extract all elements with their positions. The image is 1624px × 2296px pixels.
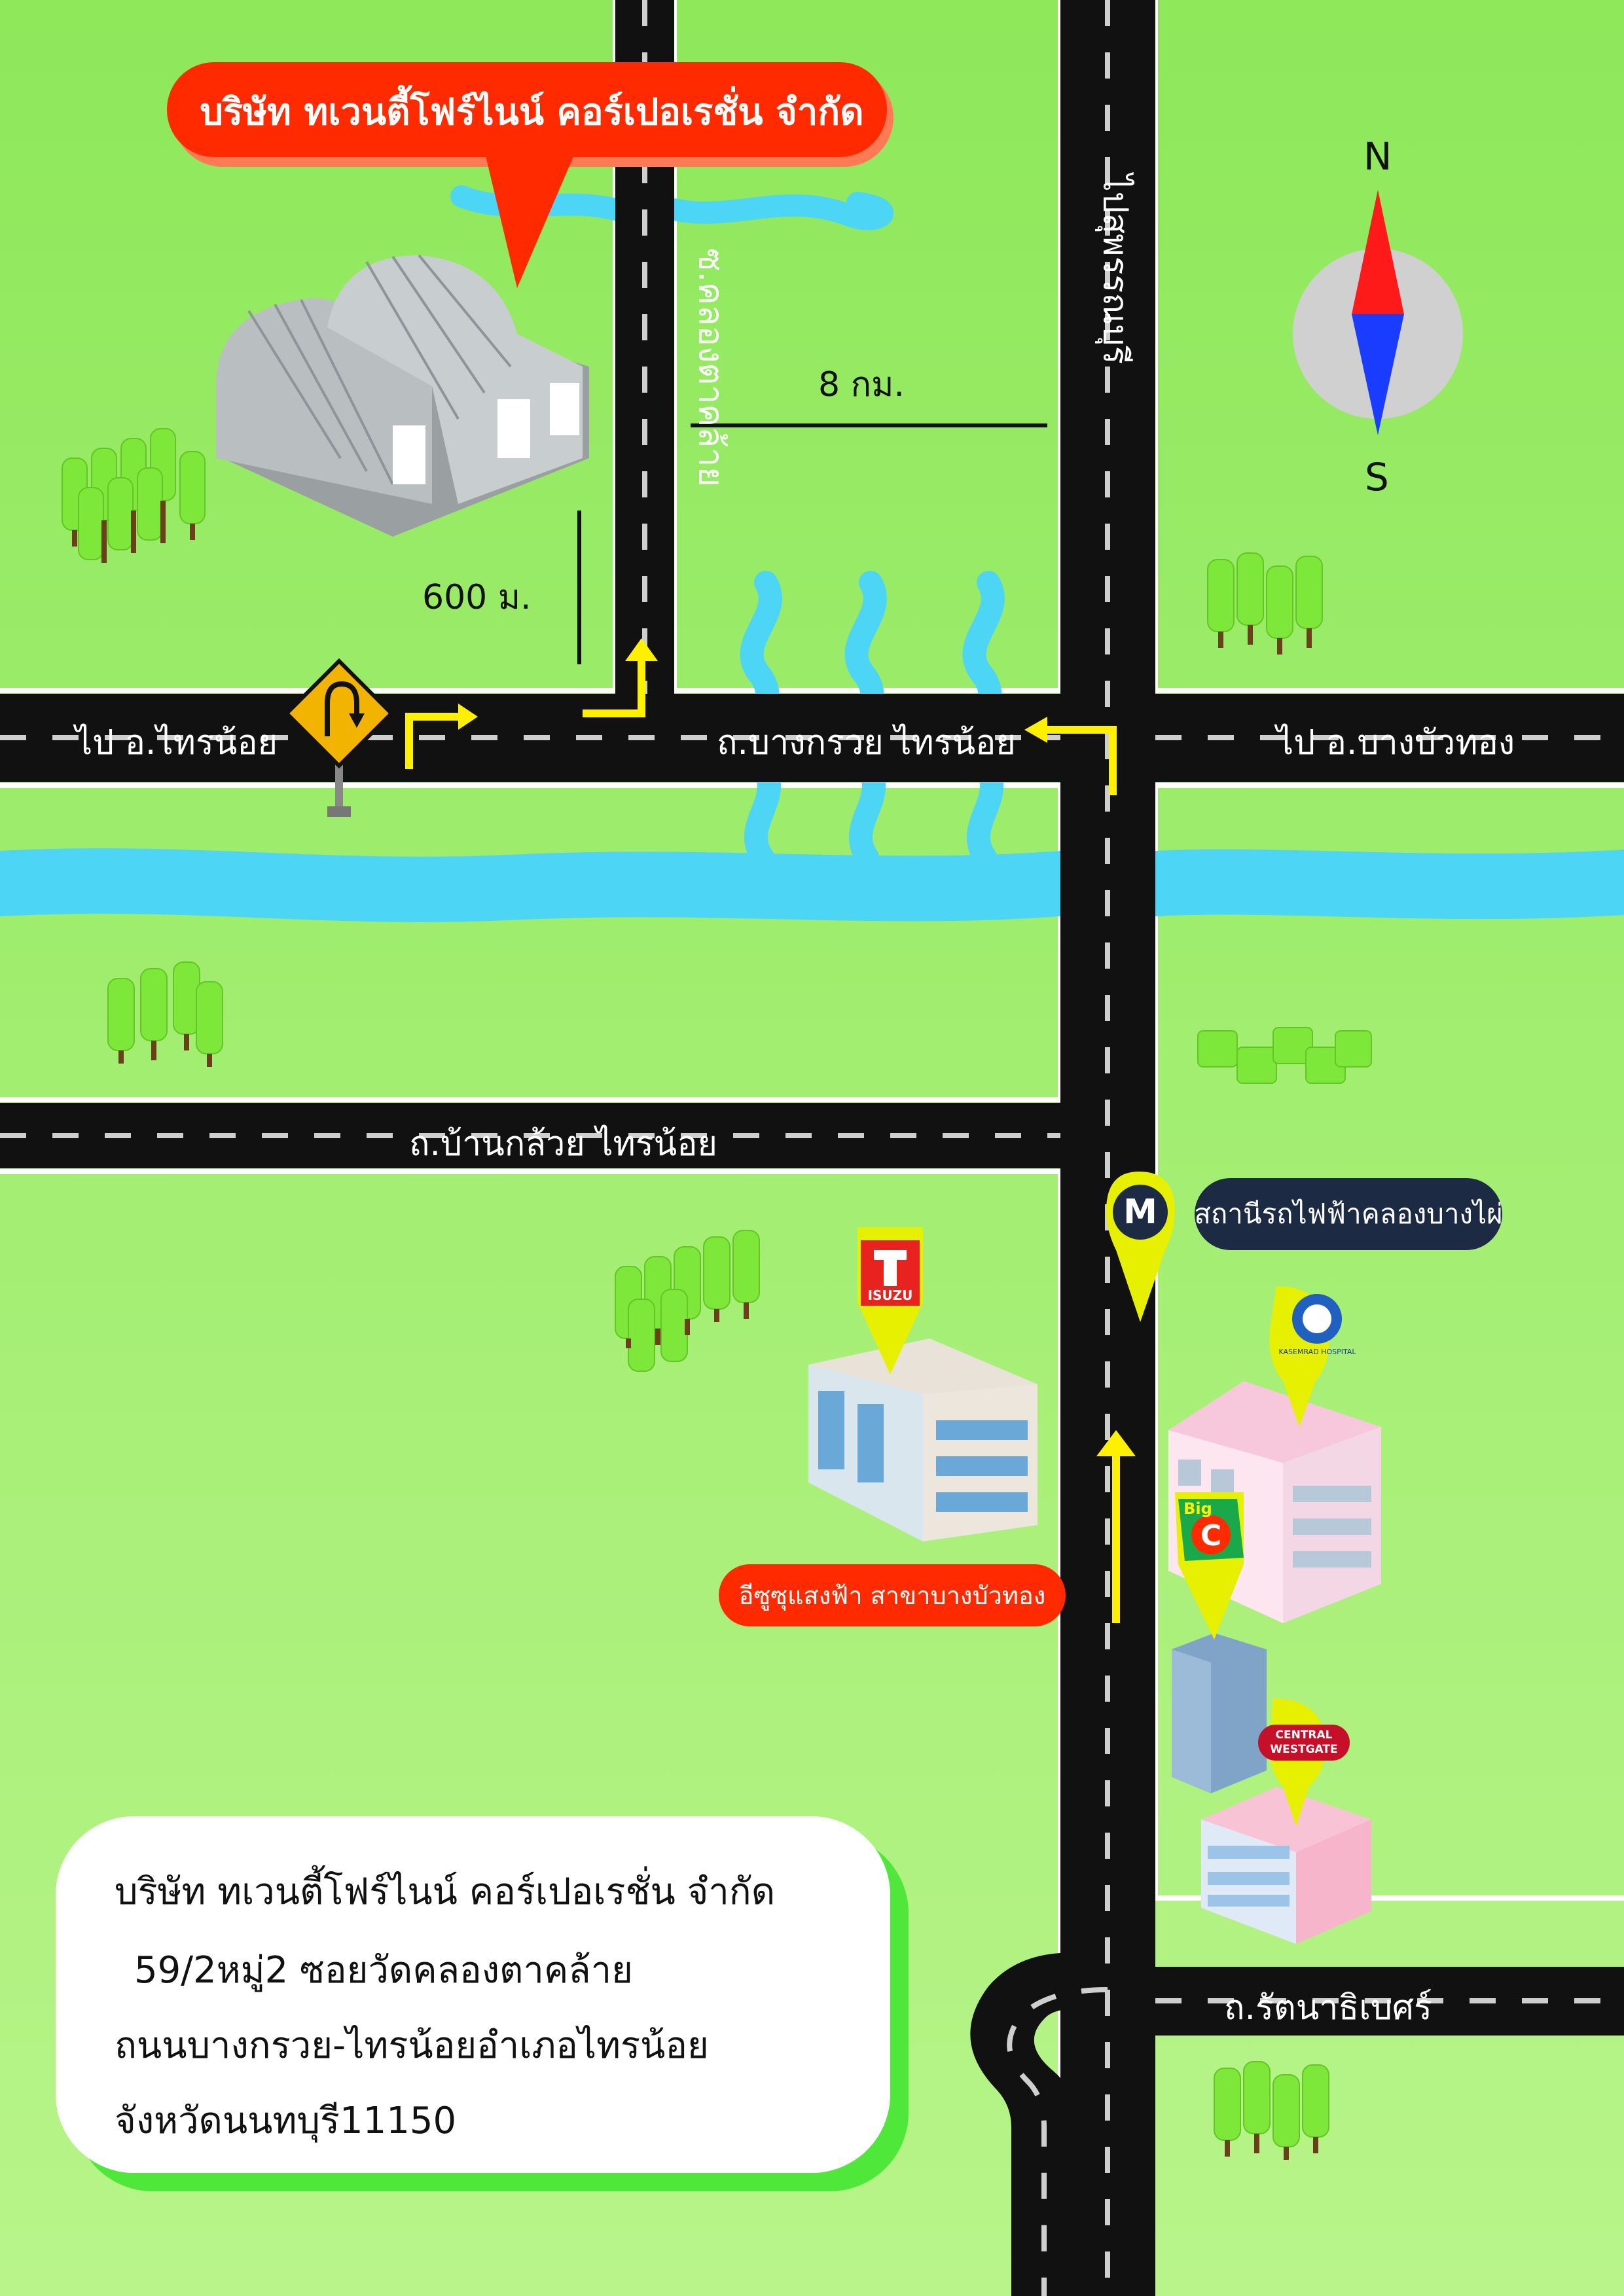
road-label-rattanathibet: ถ.รัตนาธิเบศร์ bbox=[1224, 1988, 1432, 2028]
distance-label-8km: 8 กม. bbox=[818, 365, 905, 404]
distance-label-600m: 600 ม. bbox=[422, 578, 532, 617]
isuzu-pin-icon bbox=[857, 1227, 923, 1374]
road-label-to-bang-bua-thong: ไป อ.บางบัวทอง bbox=[1276, 723, 1515, 762]
address-line-road: ถนนบางกรวย-ไทรน้อยอำเภอไทรน้อย bbox=[115, 2024, 709, 2067]
compass-south-label: S bbox=[1365, 455, 1389, 499]
address-card: บริษัท ทเวนตี้โฟร์ไนน์ คอร์เปอเรชั่น จำก… bbox=[56, 1816, 890, 2173]
hospital-pin-icon bbox=[1269, 1286, 1342, 1427]
isuzu-building bbox=[808, 1338, 1038, 1541]
direction-arrows bbox=[405, 658, 1120, 1623]
road-label-bang-kruai: ถ.บางกรวย ไทรน้อย bbox=[717, 723, 1016, 762]
hospital-logo-text: KASEMRAD HOSPITAL bbox=[1278, 1347, 1356, 1356]
train-station-label: สถานีรถไฟฟ้าคลองบางไผ่ bbox=[1194, 1178, 1503, 1250]
warehouse-building bbox=[216, 254, 589, 537]
bigc-pin-icon bbox=[1175, 1492, 1244, 1640]
bigc-logo-top: Big bbox=[1183, 1499, 1212, 1518]
metro-icon-letter: M bbox=[1123, 1193, 1157, 1232]
central-westgate-building bbox=[1201, 1787, 1371, 1944]
metro-pin-icon bbox=[1106, 1172, 1175, 1322]
central-logo-line2: WESTGATE bbox=[1270, 1743, 1338, 1756]
u-turn-sign-icon bbox=[283, 658, 395, 817]
road-label-to-suphanburi: ไปสุพรรณบุรี bbox=[1095, 174, 1135, 365]
river bbox=[0, 848, 1624, 922]
address-line-number: 59/2หมู่2 ซอยวัดคลองตาคล้าย bbox=[134, 1949, 633, 1992]
company-callout-bubble bbox=[167, 62, 893, 288]
arrow-heads bbox=[458, 638, 1136, 1456]
road-label-to-sai-noi: ไป อ.ไทรน้อย bbox=[75, 723, 278, 762]
compass-north-label: N bbox=[1363, 134, 1392, 179]
address-line-province: จังหวัดนนทบุรี11150 bbox=[115, 2100, 457, 2142]
address-line-company: บริษัท ทเวนตี้โฟร์ไนน์ คอร์เปอเรชั่น จำก… bbox=[115, 1871, 776, 1913]
central-pin-icon bbox=[1258, 1698, 1350, 1826]
central-logo-line1: CENTRAL bbox=[1275, 1729, 1333, 1742]
bigc-building bbox=[1172, 1633, 1267, 1793]
company-callout-title: บริษัท ทเวนตี้โฟร์ไนน์ คอร์เปอเรชั่น จำก… bbox=[200, 90, 864, 134]
tree-trunks bbox=[72, 501, 1318, 2160]
road-label-soi: ซ.คลองตาคล้าย bbox=[691, 248, 731, 487]
tree-clusters bbox=[62, 428, 1372, 2147]
isuzu-dealer-label: อีซูซุแสงฟ้า สาขาบางบัวทอง bbox=[719, 1564, 1066, 1626]
isuzu-logo-text: ISUZU bbox=[867, 1287, 913, 1303]
compass-icon bbox=[1293, 190, 1463, 435]
bigc-logo-letter: C bbox=[1200, 1518, 1222, 1552]
road-label-ban-kluai: ถ.บ้านกล้วย ไทรน้อย bbox=[409, 1124, 717, 1164]
